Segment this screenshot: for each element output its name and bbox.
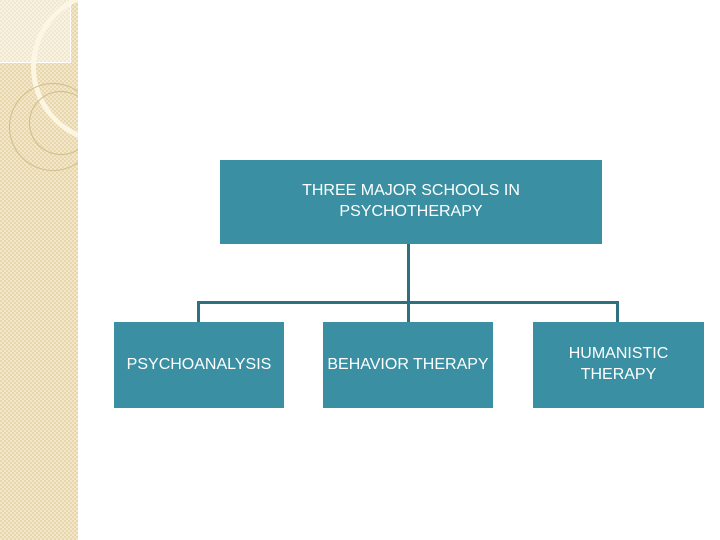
diagram-root-node: THREE MAJOR SCHOOLS IN PSYCHOTHERAPY [220,160,602,244]
diagram-node-humanistic-therapy: HUMANISTIC THERAPY [533,322,704,408]
diagram-node-label: PSYCHOANALYSIS [126,355,272,373]
connector-horizontal-bar [197,301,619,304]
connector-root-to-center [407,244,410,322]
decorative-sidebar [0,0,78,540]
diagram-root-label: THREE MAJOR SCHOOLS IN PSYCHOTHERAPY [302,182,520,220]
connector-drop-right [616,301,619,322]
diagram-node-label: BEHAVIOR THERAPY [327,355,489,373]
diagram-node-behavior-therapy: BEHAVIOR THERAPY [323,322,493,408]
diagram-node-label: HUMANISTIC THERAPY [568,345,669,383]
connector-drop-left [197,301,200,322]
diagram-node-psychoanalysis: PSYCHOANALYSIS [114,322,284,408]
